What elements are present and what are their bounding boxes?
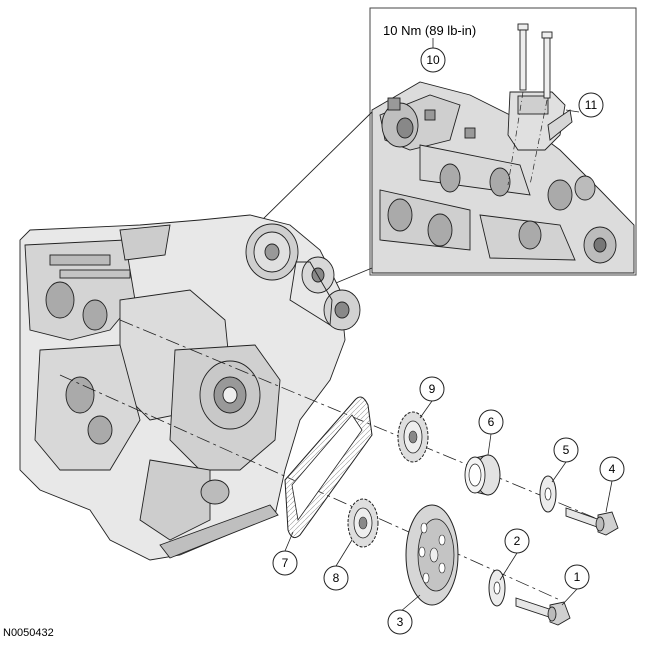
- callout-leaders: [284, 38, 613, 613]
- engine-block: [19, 214, 346, 561]
- callout-6: 6: [478, 409, 504, 435]
- callout-5: 5: [553, 437, 579, 463]
- callout-3: 3: [387, 609, 413, 635]
- engine-pulleys: [245, 223, 361, 331]
- callout-5-label: 5: [563, 443, 570, 457]
- camshaft-spacer: [464, 454, 501, 496]
- callout-4-label: 4: [609, 462, 616, 476]
- timing-chain: [284, 396, 373, 539]
- upper-camshaft-bolt: [565, 507, 619, 536]
- upper-camshaft-sprocket: [397, 411, 429, 463]
- callout-11: 11: [578, 92, 604, 118]
- callout-9-label: 9: [429, 382, 436, 396]
- callout-7: 7: [272, 550, 298, 576]
- lower-camshaft-sprocket: [347, 498, 379, 548]
- detail-inset: [369, 7, 637, 276]
- callout-3-label: 3: [397, 615, 404, 629]
- callout-10-label: 10: [426, 53, 440, 67]
- callout-10: 10: [420, 47, 446, 73]
- callout-9: 9: [419, 376, 445, 402]
- callout-1-label: 1: [574, 570, 581, 584]
- torque-spec-label: 10 Nm (89 lb-in): [383, 23, 477, 38]
- callout-8-label: 8: [333, 571, 340, 585]
- callout-8: 8: [323, 565, 349, 591]
- callout-11-label: 11: [585, 98, 598, 112]
- callout-1: 1: [564, 564, 590, 590]
- callout-2: 2: [504, 528, 530, 554]
- crankshaft-pulse-wheel: [405, 504, 459, 606]
- figure-id-label: N0050432: [3, 627, 54, 639]
- callout-2-label: 2: [514, 534, 521, 548]
- callout-7-label: 7: [282, 556, 289, 570]
- callout-6-label: 6: [488, 415, 495, 429]
- upper-washer: [539, 475, 557, 513]
- callout-4: 4: [599, 456, 625, 482]
- lower-camshaft-bolt: [515, 597, 571, 626]
